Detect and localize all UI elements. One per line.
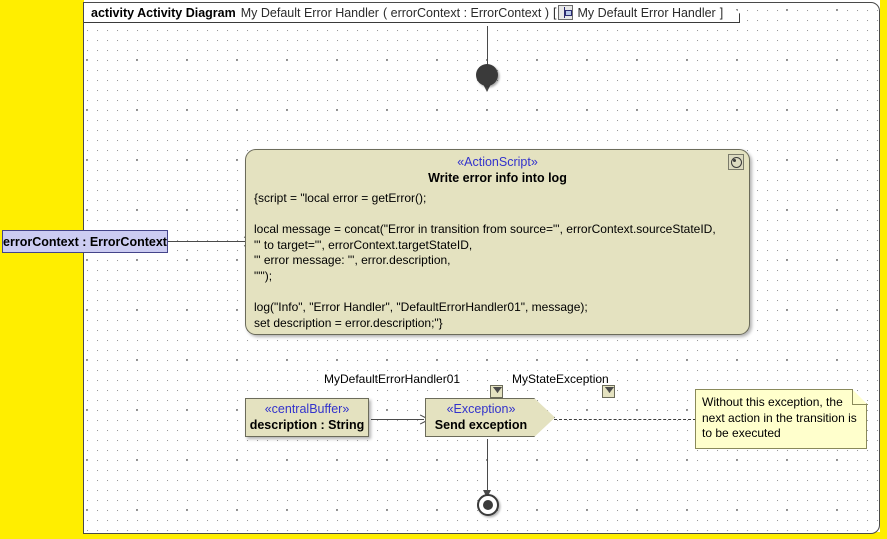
frame-title-name: My Default Error Handler bbox=[240, 5, 379, 20]
edge-buffer-to-exception bbox=[371, 419, 424, 420]
action-node-stereotype: «ActionScript» bbox=[457, 155, 538, 169]
action-node-write-error-info[interactable]: «ActionScript» Write error info into log… bbox=[245, 149, 750, 335]
frame-title-bar[interactable]: activity Activity Diagram My Default Err… bbox=[84, 3, 740, 23]
central-buffer-name: description : String bbox=[249, 418, 365, 432]
pin-my-state-exception[interactable] bbox=[602, 385, 615, 398]
send-exception-name: Send exception bbox=[434, 418, 528, 432]
central-buffer-node[interactable]: «centralBuffer» description : String bbox=[245, 398, 369, 437]
edge-initial-to-action bbox=[487, 26, 488, 86]
action-node-script-body: {script = "local error = getError(); loc… bbox=[254, 191, 716, 330]
pin-default-error-handler[interactable] bbox=[490, 385, 503, 398]
activity-parameter-label: errorContext : ErrorContext bbox=[3, 234, 167, 249]
initial-node[interactable] bbox=[476, 64, 498, 86]
selection-background-left bbox=[0, 0, 84, 539]
comment-note-text: Without this exception, the next action … bbox=[702, 395, 857, 440]
edge-exception-to-final bbox=[487, 439, 488, 495]
activity-parameter-node[interactable]: errorContext : ErrorContext bbox=[2, 230, 168, 253]
frame-title-parameters: ( errorContext : ErrorContext ) bbox=[382, 5, 549, 20]
note-anchor-line bbox=[554, 419, 696, 420]
comment-note-fold-icon bbox=[852, 389, 868, 405]
action-script-icon[interactable] bbox=[728, 154, 744, 170]
edge-label-my-state-exception: MyStateException bbox=[512, 372, 609, 386]
central-buffer-stereotype: «centralBuffer» bbox=[264, 402, 350, 416]
edge-label-default-error-handler: MyDefaultErrorHandler01 bbox=[324, 372, 461, 386]
send-exception-stereotype: «Exception» bbox=[446, 402, 516, 416]
frame-title-context-name: My Default Error Handler bbox=[577, 5, 716, 20]
activity-final-node[interactable] bbox=[477, 494, 499, 516]
frame-title-bracket-open: [ bbox=[553, 5, 557, 20]
comment-note[interactable]: Without this exception, the next action … bbox=[695, 389, 867, 449]
selection-background-bottom bbox=[0, 532, 887, 539]
edge-initial-to-action-arrowhead bbox=[483, 84, 491, 92]
send-exception-node[interactable]: «Exception» Send exception bbox=[425, 398, 555, 437]
frame-title-keyword: activity Activity Diagram bbox=[91, 5, 236, 20]
frame-title-bracket-close: ] bbox=[719, 5, 724, 20]
action-node-name: Write error info into log bbox=[428, 171, 567, 185]
activity-diagram-icon bbox=[558, 5, 573, 20]
selection-background-right bbox=[880, 0, 887, 539]
